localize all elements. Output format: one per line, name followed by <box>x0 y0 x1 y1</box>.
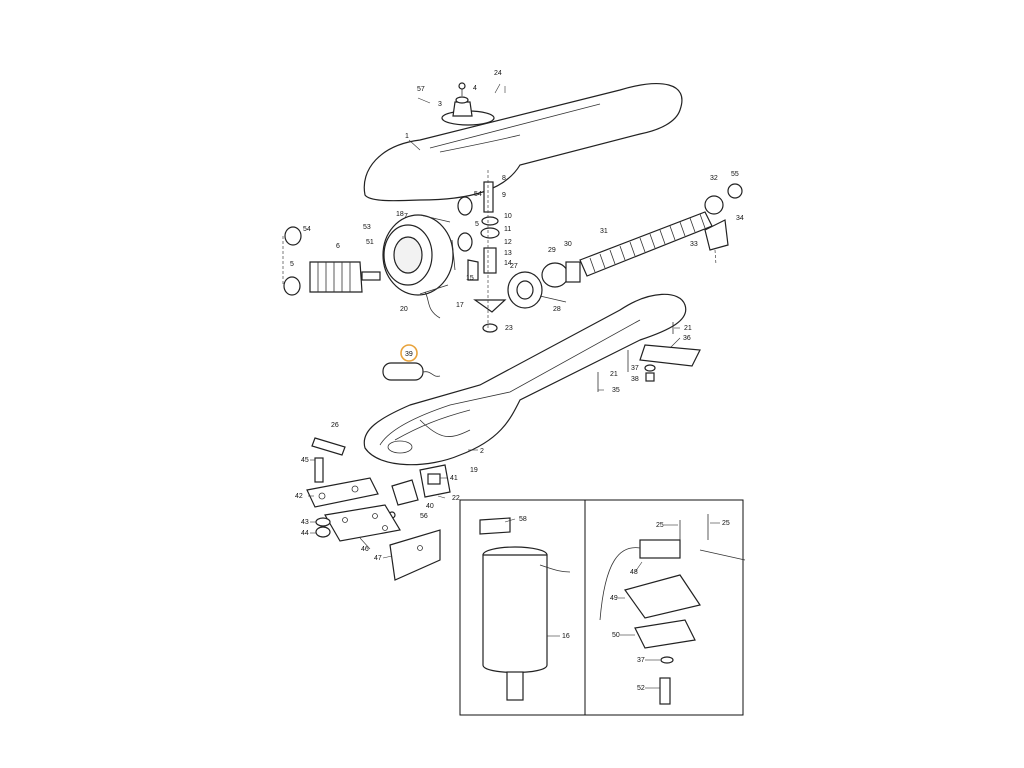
label-25b: 25 <box>722 520 730 527</box>
label-41: 41 <box>450 475 458 482</box>
part-release-handle <box>417 82 506 126</box>
label-4: 4 <box>473 85 477 92</box>
label-40: 40 <box>426 503 434 510</box>
part-worm-screw <box>579 183 743 277</box>
label-43: 43 <box>301 519 309 526</box>
label-15: 15 <box>466 275 474 282</box>
label-56: 56 <box>420 513 428 520</box>
label-54b: 54 <box>474 191 482 198</box>
label-29: 29 <box>548 247 556 254</box>
label-36: 36 <box>683 335 691 342</box>
part-washers-43-44 <box>315 517 331 538</box>
label-30: 30 <box>564 241 572 248</box>
part-capacitor <box>382 344 441 381</box>
leader-lines <box>308 139 720 689</box>
label-31: 31 <box>600 228 608 235</box>
label-52: 52 <box>637 685 645 692</box>
label-58: 58 <box>519 516 527 523</box>
label-12: 12 <box>504 239 512 246</box>
label-47: 47 <box>374 555 382 562</box>
part-worm-gear <box>507 261 581 309</box>
label-16: 16 <box>562 633 570 640</box>
label-46: 46 <box>361 546 369 553</box>
label-27: 27 <box>510 263 518 270</box>
label-22: 22 <box>452 495 460 502</box>
label-13: 13 <box>504 250 512 257</box>
label-23: 23 <box>505 325 513 332</box>
label-21a: 21 <box>684 325 692 332</box>
part-small-plate-36 <box>639 344 701 367</box>
label-53: 53 <box>363 224 371 231</box>
label-5a: 5 <box>290 261 294 268</box>
label-57: 57 <box>417 86 425 93</box>
label-17: 17 <box>456 302 464 309</box>
part-gear-stack <box>457 170 507 333</box>
label-39: 39 <box>405 351 413 358</box>
label-34: 34 <box>736 215 744 222</box>
label-51: 51 <box>366 239 374 246</box>
label-28: 28 <box>553 306 561 313</box>
label-21b: 21 <box>610 371 618 378</box>
label-48: 48 <box>630 569 638 576</box>
label-6: 6 <box>336 243 340 250</box>
label-33: 33 <box>690 241 698 248</box>
part-cover <box>363 83 683 202</box>
part-bracket-46 <box>324 504 401 542</box>
label-19: 19 <box>470 467 478 474</box>
label-26: 26 <box>331 422 339 429</box>
label-25a: 25 <box>656 522 664 529</box>
label-18: 18 <box>396 211 404 218</box>
label-1: 1 <box>405 133 409 140</box>
panel-sensor <box>584 499 744 716</box>
part-encoder-block <box>388 464 451 519</box>
label-55: 55 <box>731 171 739 178</box>
label-49: 49 <box>610 595 618 602</box>
label-45: 45 <box>301 457 309 464</box>
part-bell-housing <box>382 214 456 319</box>
label-7: 7 <box>404 213 408 220</box>
label-37b: 37 <box>637 657 645 664</box>
label-20: 20 <box>400 306 408 313</box>
label-2: 2 <box>480 448 484 455</box>
label-5b: 5 <box>475 221 479 228</box>
label-3: 3 <box>438 101 442 108</box>
label-32: 32 <box>710 175 718 182</box>
label-10: 10 <box>504 213 512 220</box>
part-screws-right <box>597 322 674 392</box>
part-bracket-42 <box>306 457 379 508</box>
part-bracket-47 <box>389 529 441 581</box>
label-50: 50 <box>612 632 620 639</box>
label-24: 24 <box>494 70 502 77</box>
label-8: 8 <box>502 175 506 182</box>
part-pin-26 <box>311 437 346 456</box>
callout-labels: 1 2 3 4 5 5 6 7 8 9 10 11 12 13 14 15 16… <box>290 70 744 692</box>
label-44: 44 <box>301 530 309 537</box>
part-rotor <box>282 226 381 296</box>
label-54a: 54 <box>303 226 311 233</box>
label-14: 14 <box>504 260 512 267</box>
label-9: 9 <box>502 192 506 199</box>
label-37a: 37 <box>631 365 639 372</box>
label-11: 11 <box>504 226 511 233</box>
label-35: 35 <box>612 387 620 394</box>
part-sensor-48-52 <box>599 514 746 705</box>
label-38: 38 <box>631 376 639 383</box>
part-motor-16 <box>479 517 571 701</box>
label-42: 42 <box>295 493 303 500</box>
